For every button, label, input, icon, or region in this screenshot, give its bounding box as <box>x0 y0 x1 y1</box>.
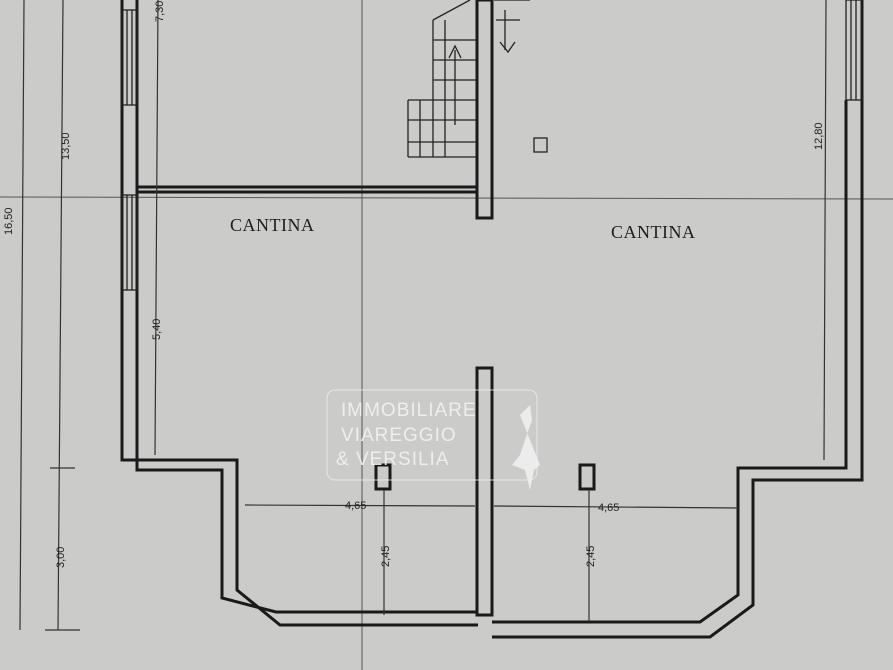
dimension-lines <box>19 0 827 631</box>
logo-figure-icon <box>512 405 540 490</box>
dim-stair-room-height: 7,30 <box>154 1 166 22</box>
pillar-square <box>374 463 392 491</box>
dim-right-bay-depth: 2,45 <box>585 546 597 567</box>
dim-left-cantina-height: 5,40 <box>151 319 163 340</box>
dim-upper-height: 13,50 <box>60 132 72 160</box>
watermark-line1: IMMOBILIARE <box>341 400 477 421</box>
crease-line <box>0 196 893 200</box>
watermark-logo: IMMOBILIARE VIAREGGIO & VERSILIA <box>326 389 540 490</box>
watermark-line3: & VERSILIA <box>336 449 450 470</box>
dim-total-height: 16,50 <box>3 207 15 235</box>
watermark-line2: VIAREGGIO <box>341 425 457 446</box>
pillar-square <box>533 137 548 153</box>
dim-left-bay-width: 4,65 <box>345 500 366 512</box>
room-label-left-cantina: CANTINA <box>230 215 315 235</box>
room-label-right-cantina: CANTINA <box>611 222 696 242</box>
pillar-square <box>578 463 596 491</box>
walls <box>120 0 864 639</box>
dim-left-bay-depth: 2,45 <box>380 546 392 567</box>
dim-right-bay-width: 4,65 <box>598 502 619 514</box>
staircase <box>407 0 530 158</box>
dim-lower-height: 3,00 <box>55 547 67 568</box>
dim-right-height: 12,80 <box>813 122 825 150</box>
